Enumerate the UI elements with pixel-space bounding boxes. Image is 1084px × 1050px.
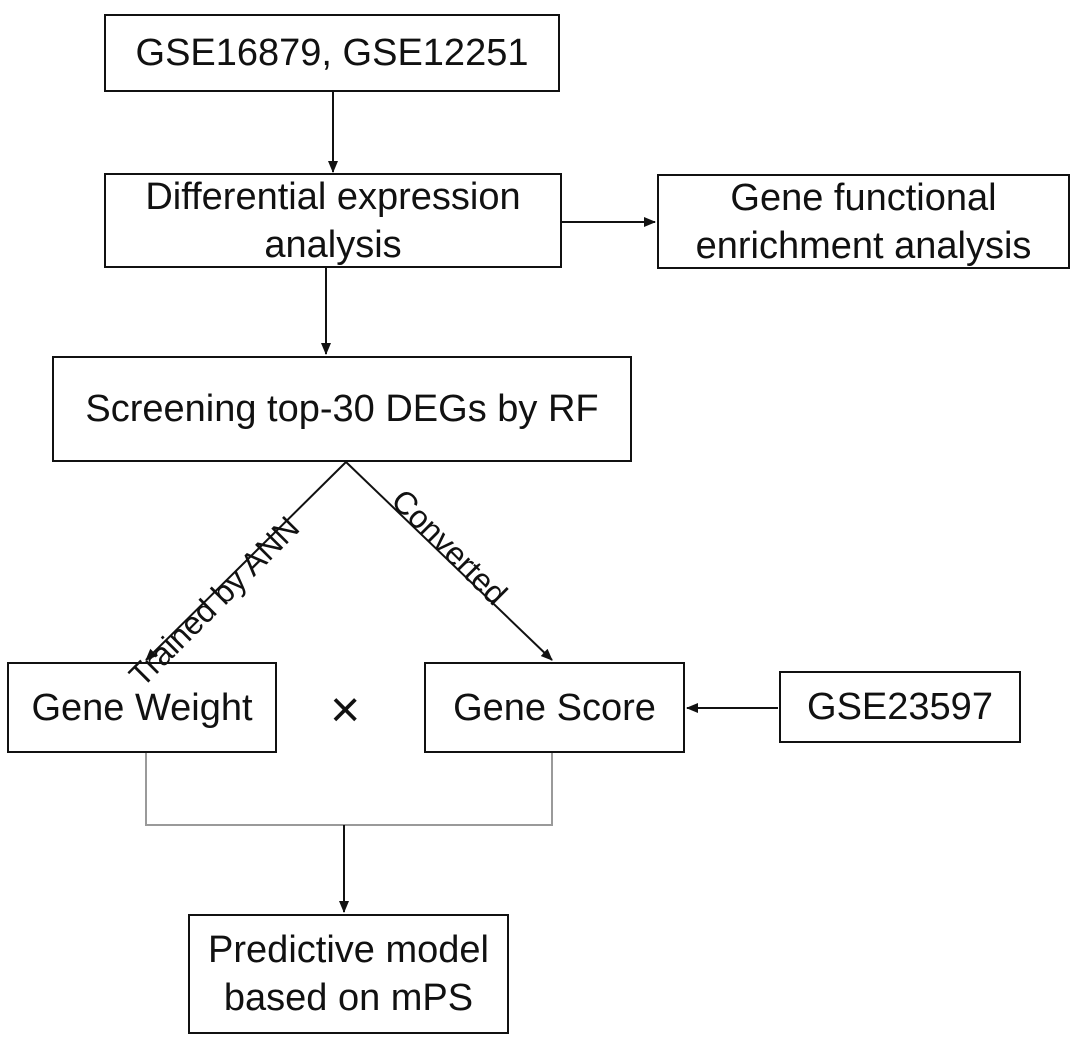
differential-expression-label-line1: Differential expression [145,175,521,218]
screening-box: Screening top-30 DEGs by RF [52,356,632,462]
predictive-model-box: Predictive model based on mPS [188,914,509,1034]
arrow-screening-to-score [345,461,553,661]
merge-bracket [145,752,553,826]
enrichment-analysis-box: Gene functional enrichment analysis [657,174,1070,269]
predictive-model-label-line2: based on mPS [223,977,474,1019]
differential-expression-label-line2: analysis [264,223,402,266]
arrow-screening-to-weight [145,461,347,661]
validation-dataset-label: GSE23597 [807,686,993,728]
datasets-box: GSE16879, GSE12251 [104,14,560,92]
differential-expression-box: Differential expression analysis [104,173,562,268]
multiply-operator: × [330,681,361,739]
enrichment-analysis-label-line1: Gene functional [730,176,997,219]
gene-weight-box: Gene Weight [7,662,277,753]
screening-label: Screening top-30 DEGs by RF [85,388,599,430]
datasets-label: GSE16879, GSE12251 [135,32,529,74]
predictive-model-label-line1: Predictive model [208,929,489,971]
gene-score-box: Gene Score [424,662,685,753]
gene-weight-label: Gene Weight [31,686,253,729]
enrichment-analysis-label-line2: enrichment analysis [695,224,1032,267]
validation-dataset-box: GSE23597 [779,671,1021,743]
gene-score-label: Gene Score [453,686,656,729]
